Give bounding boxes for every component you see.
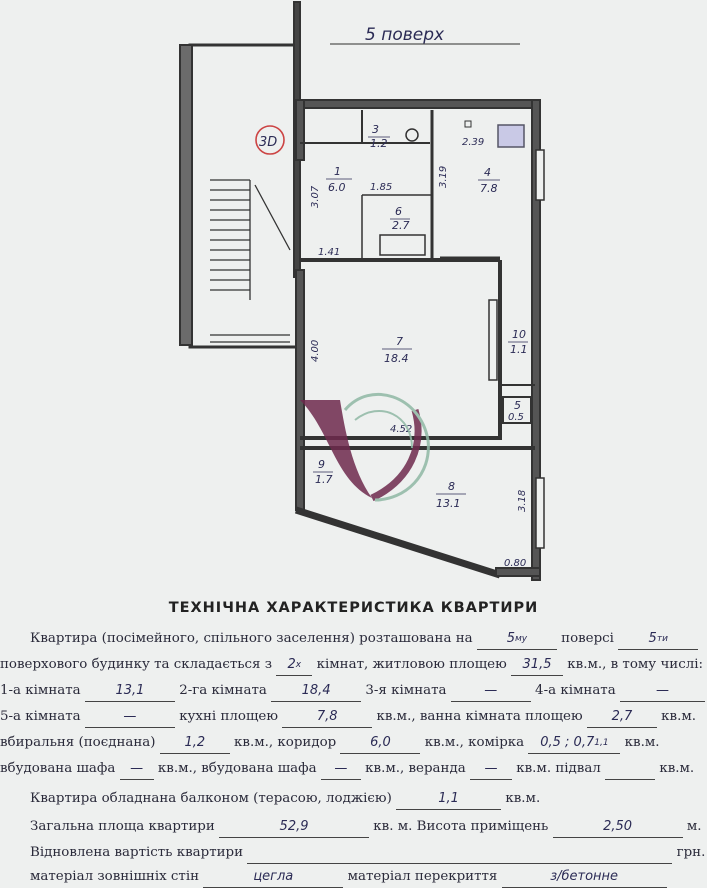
room-no-5: 5 — [514, 399, 521, 412]
label-balcony: Квартира обладнана балконом (терасою, ло… — [30, 791, 392, 806]
room-area-10: 1.1 — [510, 343, 528, 356]
value-veranda: — — [469, 760, 512, 780]
label-closet: кв.м., комірка — [424, 735, 525, 750]
form-row-10: матеріал зовнішніх стін цегла матеріал п… — [30, 866, 667, 888]
label-basement: кв.м. підвал — [516, 761, 601, 776]
value-room-1: 13,1 — [84, 682, 175, 702]
label-wardrobe-1: вбудована шафа — [0, 761, 116, 776]
label-total: Загальна площа квартири — [30, 819, 215, 834]
label-floors: матеріал перекриття — [347, 869, 498, 884]
floor-plan: 5 поверх — [179, 1, 545, 581]
label-bath: кв.м., ванна кімната площею — [376, 709, 583, 724]
dim-3: 3.19 — [438, 166, 449, 188]
label-room-3: 3-я кімната — [365, 683, 447, 698]
value-room-5: — — [84, 708, 175, 728]
room-no-7: 7 — [396, 335, 403, 348]
label-floor: поверсі — [561, 631, 614, 646]
value-total: 52,9 — [219, 818, 370, 838]
form-row-7: Квартира обладнана балконом (терасою, ло… — [30, 788, 540, 810]
label-including: кв.м., в тому числі: — [567, 657, 704, 672]
label-walls: матеріал зовнішніх стін — [30, 869, 200, 884]
value-cost — [247, 844, 673, 864]
value-room-2: 18,4 — [271, 682, 362, 702]
value-floor: 5му — [476, 630, 557, 650]
section-title: ТЕХНІЧНА ХАРАКТЕРИСТИКА КВАРТИРИ — [168, 600, 539, 616]
label-cost: Відновлена вартість квартири — [30, 845, 244, 860]
value-wardrobe-2: — — [320, 760, 361, 780]
label-kitchen: кухні площею — [179, 709, 278, 724]
form-row-3: 1-а кімната 13,1 2-га кімната 18,4 3-я к… — [0, 680, 705, 702]
label-wc: вбиральня (поєднана) — [0, 735, 156, 750]
room-no-4: 4 — [484, 166, 491, 179]
room-no-6: 6 — [395, 205, 402, 218]
label-uah: грн. — [676, 845, 706, 860]
room-no-1: 1 — [334, 165, 341, 178]
value-room-4: — — [619, 682, 705, 702]
value-living: 31,5 — [511, 656, 564, 676]
stair-mark: 3D — [259, 135, 277, 150]
form-row-9: Відновлена вартість квартири грн. — [30, 842, 705, 864]
value-kitchen: 7,8 — [282, 708, 373, 728]
room-area-9: 1.7 — [315, 473, 333, 486]
value-floors: з/бетонне — [501, 868, 667, 888]
label-sqm-3: кв.м. — [659, 761, 695, 776]
dim-4: 2.39 — [462, 137, 484, 148]
room-no-10: 10 — [512, 328, 526, 341]
form-row-8: Загальна площа квартири 52,9 кв. м. Висо… — [30, 816, 702, 838]
value-wardrobe-1: — — [119, 760, 154, 780]
watermark-logo — [300, 392, 430, 502]
label-wardrobe-2: кв.м., вбудована шафа — [157, 761, 317, 776]
dim-6: 4.00 — [310, 340, 321, 362]
label-room-1: 1-а кімната — [0, 683, 81, 698]
room-area-1: 6.0 — [328, 181, 346, 194]
dim-7: 4.52 — [390, 424, 412, 435]
room-area-3: 1.2 — [370, 137, 388, 150]
value-room-3: — — [450, 682, 531, 702]
room-area-8: 13.1 — [436, 497, 461, 510]
value-rooms: 2х — [276, 656, 313, 676]
room-area-7: 18.4 — [384, 352, 409, 365]
room-no-8: 8 — [448, 480, 455, 493]
label-sqm-4: кв.м. — [505, 791, 541, 806]
room-no-9: 9 — [318, 458, 325, 471]
label-corridor: кв.м., коридор — [234, 735, 337, 750]
label-sqm-2: кв.м. — [624, 735, 660, 750]
room-area-6: 2.7 — [392, 219, 410, 232]
label-living: кімнат, житловою площею — [316, 657, 507, 672]
value-wc: 1,2 — [159, 734, 230, 754]
value-balcony: 1,1 — [396, 790, 502, 810]
label-veranda: кв.м., веранда — [365, 761, 466, 776]
stair-mark-circle — [255, 125, 285, 155]
value-closet: 0,5 ; 0,71,1 — [528, 734, 621, 754]
dim-8: 3.18 — [517, 490, 528, 512]
dim-5: 1.41 — [318, 247, 340, 258]
floor-label: 5 поверх — [365, 25, 445, 45]
label-m: м. — [686, 819, 702, 834]
value-storeys: 5ти — [618, 630, 699, 650]
value-height: 2,50 — [552, 818, 683, 838]
dim-2: 3.07 — [310, 185, 321, 208]
dim-1: 1.85 — [370, 182, 392, 193]
label-location: Квартира (посімейного, спільного заселен… — [30, 631, 473, 646]
label-room-2: 2-га кімната — [179, 683, 267, 698]
value-walls: цегла — [203, 868, 344, 888]
dim-9: 0.80 — [504, 558, 526, 569]
label-room-4: 4-а кімната — [535, 683, 616, 698]
form-row-6: вбудована шафа — кв.м., вбудована шафа —… — [0, 758, 694, 780]
label-sqm-1: кв.м. — [661, 709, 697, 724]
room-area-5: 0.5 — [508, 412, 524, 423]
room-no-3: 3 — [372, 123, 379, 136]
room-area-4: 7.8 — [480, 182, 498, 195]
form-row-4: 5-а кімната — кухні площею 7,8 кв.м., ва… — [0, 706, 696, 728]
label-height: кв. м. Висота приміщень — [373, 819, 549, 834]
label-room-5: 5-а кімната — [0, 709, 81, 724]
form-row-2: поверхового будинку та складається з 2х … — [0, 654, 703, 676]
value-corridor: 6,0 — [340, 734, 421, 754]
form-row-1: Квартира (посімейного, спільного заселен… — [30, 628, 699, 650]
value-basement — [605, 760, 656, 780]
label-storeys: поверхового будинку та складається з — [0, 657, 273, 672]
value-bath: 2,7 — [586, 708, 657, 728]
form-row-5: вбиральня (поєднана) 1,2 кв.м., коридор … — [0, 732, 660, 754]
